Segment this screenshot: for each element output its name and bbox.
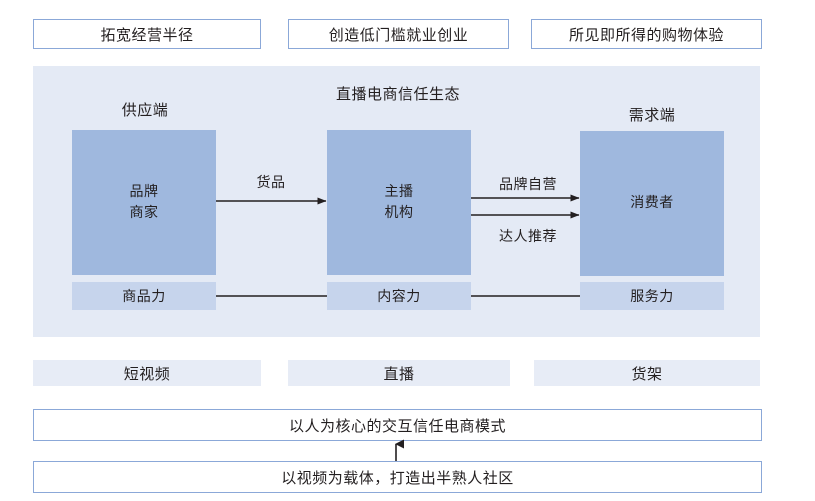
channel-label-live-stream: 直播 [383, 366, 415, 383]
capability-label-content-power: 内容力 [377, 290, 421, 305]
channel-box-shelf: 货架 [534, 360, 760, 386]
capability-box-service-power: 服务力 [580, 282, 724, 310]
outcome-box-3: 所见即所得的购物体验 [531, 19, 762, 49]
supply-side-label: 供应端 [121, 103, 169, 119]
flow-label-influencer-recommendation: 达人推荐 [499, 230, 557, 245]
actor-label-brand-line2: 商家 [129, 205, 159, 221]
actor-label-anchor-line1: 主播 [384, 184, 414, 200]
outcome-label-3: 所见即所得的购物体验 [568, 27, 724, 44]
capability-box-product-power: 商品力 [72, 282, 216, 310]
outcome-label-2: 创造低门槛就业创业 [328, 27, 469, 44]
statement-box-trust-model: 以人为核心的交互信任电商模式 [33, 409, 762, 441]
flow-label-brand-self-operated: 品牌自营 [499, 178, 557, 193]
actor-label-brand-line1: 品牌 [129, 184, 159, 200]
ecosystem-title: 直播电商信任生态 [335, 87, 460, 103]
capability-box-content-power: 内容力 [327, 282, 471, 310]
demand-side-label: 需求端 [628, 108, 676, 124]
statement-label-trust-model: 以人为核心的交互信任电商模式 [288, 418, 506, 435]
statement-box-video-community: 以视频为载体，打造出半熟人社区 [33, 461, 762, 493]
channel-label-short-video: 短视频 [123, 366, 171, 383]
actor-label-consumer-line1: 消费者 [630, 196, 674, 211]
actor-box-anchor-agency: 主播 机构 [327, 130, 471, 275]
channel-label-shelf: 货架 [631, 366, 663, 383]
actor-box-consumer: 消费者 [580, 131, 724, 276]
outcome-label-1: 拓宽经营半径 [100, 27, 194, 44]
capability-label-service-power: 服务力 [630, 290, 674, 305]
actor-box-brand-merchant: 品牌 商家 [72, 130, 216, 275]
capability-label-product-power: 商品力 [122, 290, 166, 305]
flow-label-goods: 货品 [256, 176, 286, 191]
outcome-box-2: 创造低门槛就业创业 [288, 19, 509, 49]
channel-box-live-stream: 直播 [288, 360, 510, 386]
channel-box-short-video: 短视频 [33, 360, 261, 386]
actor-label-anchor-line2: 机构 [384, 205, 414, 221]
statement-label-video-community: 以视频为载体，打造出半熟人社区 [281, 470, 514, 487]
outcome-box-1: 拓宽经营半径 [33, 19, 261, 49]
